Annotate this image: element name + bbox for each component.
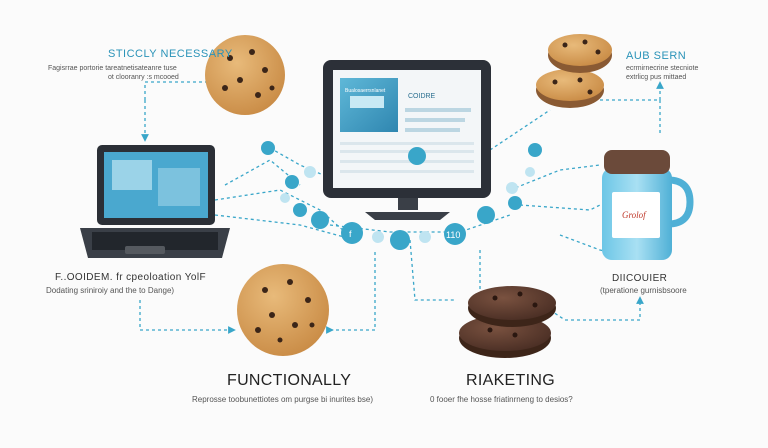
top-right-title: AUB SERN [626, 50, 687, 62]
top-left-desc-1: Fagisrrae portorie tareatnetisateanre tu… [48, 65, 177, 72]
cookie-strictly-necessary [205, 35, 285, 115]
cookie-marketing [459, 286, 556, 358]
node-110-label: 110 [446, 230, 460, 240]
laptop-illustration [80, 145, 230, 258]
cookie-stack-top-right [536, 34, 612, 108]
monitor-screen-heading: COIDRE [408, 93, 436, 100]
mid-left-title: F..OOIDEM. fr cpeoloation YolF [55, 272, 206, 283]
top-right-desc-2: extrlicg pus mittaed [626, 74, 687, 81]
mid-left-desc: Dodating sriniroiy and the to Dange) [46, 286, 175, 295]
cookie-jar-illustration [602, 150, 694, 260]
node-chain [261, 141, 542, 250]
cookie-functionally [237, 264, 329, 356]
top-right-desc-1: ecrmirnecrine stecniote [626, 65, 699, 72]
jar-label: Grolof [622, 210, 647, 220]
mid-right-title: DIICOUIER [612, 273, 668, 284]
bottom-left-desc: Reprosse toobunettiotes om purgse bi inu… [192, 395, 373, 404]
top-left-desc-2: ot clooranry :s mcooed [108, 74, 179, 81]
bottom-left-title: FUNCTIONALLY [227, 372, 352, 389]
mid-right-desc: (tperatione gurnisbsoore [600, 286, 687, 295]
top-left-title: STICCLY NECESSARY [108, 48, 233, 60]
bottom-right-title: RIAKETING [466, 372, 555, 389]
node-f-label: f [349, 229, 352, 239]
bottom-right-desc: 0 fooer fhe hosse friatinrneng to desios… [430, 395, 573, 404]
monitor-screen-sub: Bualosaerrsnlanet [345, 88, 386, 94]
monitor-illustration [323, 60, 491, 220]
